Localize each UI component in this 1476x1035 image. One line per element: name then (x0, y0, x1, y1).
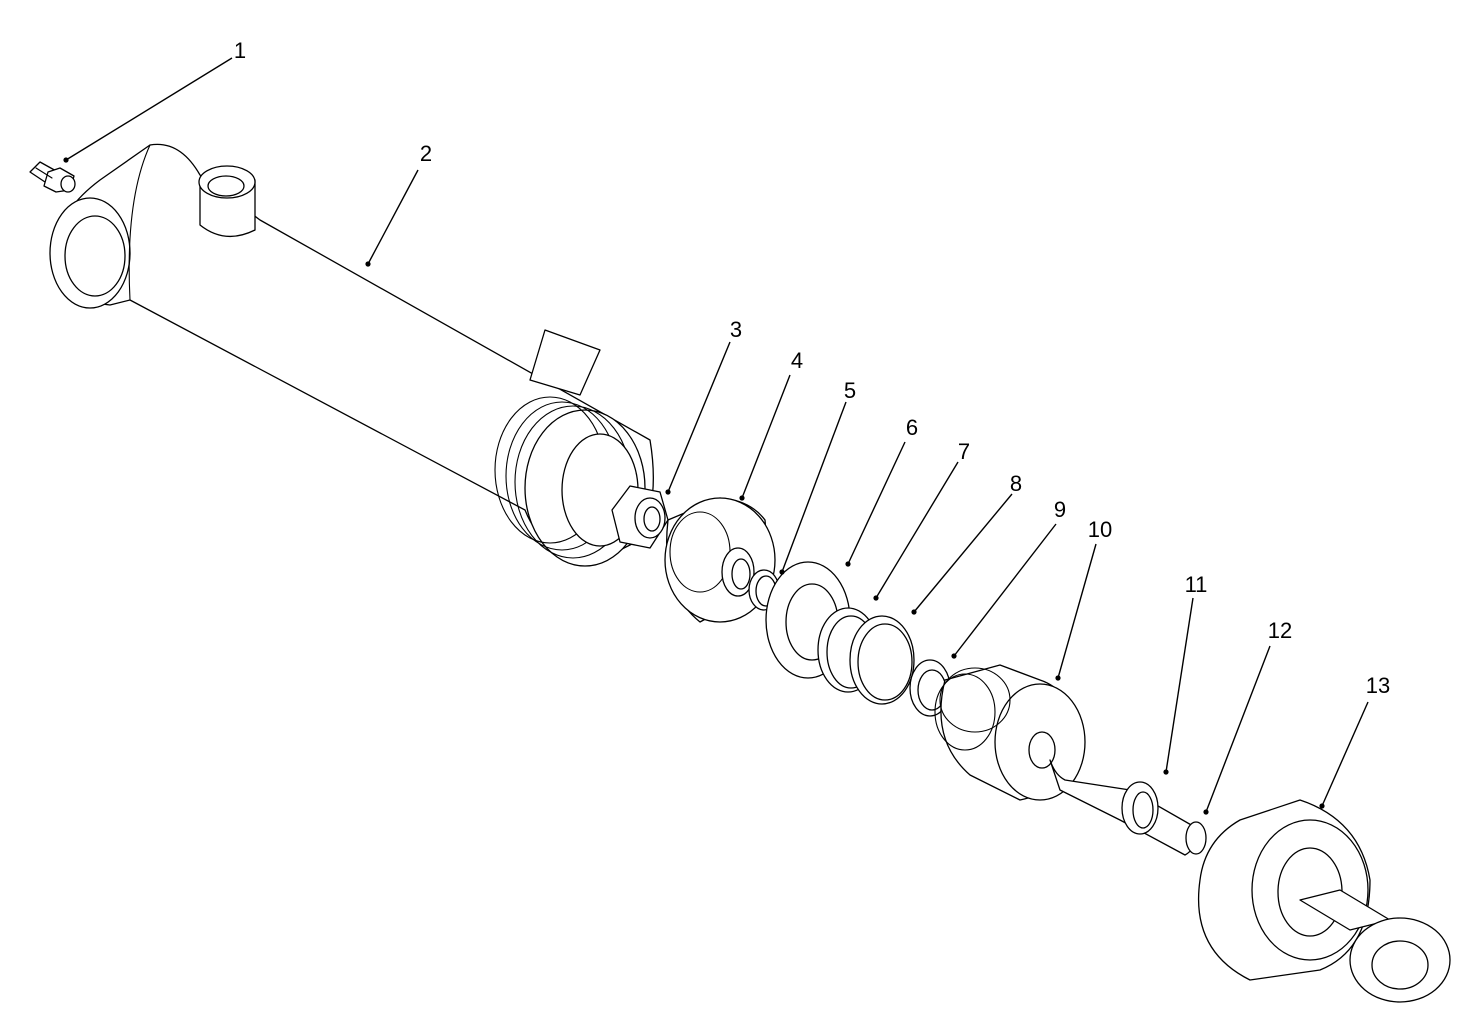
lock-nut (611, 485, 669, 549)
leader-1 (65, 57, 233, 161)
callout-5: 5 (844, 378, 856, 403)
gland (934, 664, 1086, 801)
piston-rod (1049, 759, 1207, 856)
piston (664, 497, 776, 623)
callout-10: 10 (1088, 517, 1112, 542)
callout-7: 7 (958, 439, 970, 464)
rod-clevis (1197, 799, 1451, 1003)
leader-4 (741, 374, 791, 499)
leader-8 (913, 493, 1013, 613)
leader-9 (953, 523, 1057, 657)
callout-11: 11 (1185, 572, 1208, 597)
callout-12: 12 (1268, 618, 1292, 643)
leader-5 (781, 401, 847, 573)
callout-numbers: 1 2 3 4 5 6 7 8 9 10 11 12 13 (234, 38, 1390, 698)
leader-13 (1321, 701, 1369, 807)
callout-6: 6 (906, 415, 918, 440)
seal-ring (849, 615, 915, 705)
callout-1: 1 (234, 38, 246, 63)
callout-4: 4 (791, 348, 803, 373)
callout-13: 13 (1366, 673, 1390, 698)
grease-fitting (29, 161, 76, 193)
leader-6 (847, 441, 906, 565)
callout-8: 8 (1010, 471, 1022, 496)
leader-3 (667, 341, 731, 493)
leader-12 (1205, 645, 1271, 813)
leader-lines (65, 57, 1369, 813)
callout-2: 2 (420, 141, 432, 166)
leader-10 (1057, 543, 1097, 679)
leader-2 (367, 169, 419, 265)
leader-11 (1165, 597, 1194, 773)
callout-9: 9 (1054, 497, 1066, 522)
leader-dots (63, 157, 1325, 815)
cylinder-barrel (49, 143, 654, 567)
leader-7 (875, 461, 959, 599)
callout-3: 3 (730, 317, 742, 342)
